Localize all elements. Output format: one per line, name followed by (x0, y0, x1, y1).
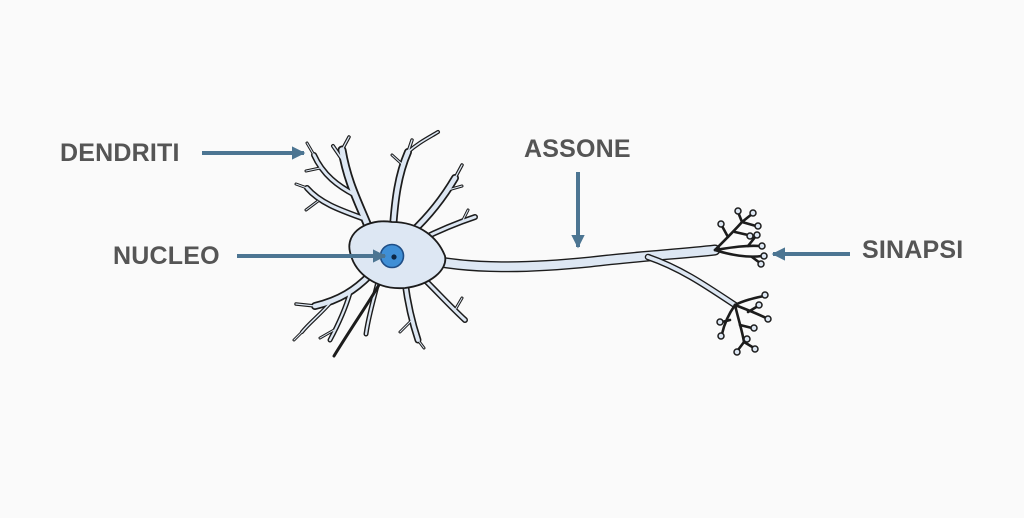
axon-label: ASSONE (524, 135, 631, 163)
axon (414, 244, 739, 309)
nucleolus (391, 254, 397, 260)
synaptic-terminals-upper (713, 207, 768, 268)
nucleus-label: NUCLEO (113, 242, 220, 270)
synapse-label: SINAPSI (862, 236, 964, 264)
synaptic-terminals-lower (716, 291, 772, 356)
dendrites-label: DENDRITI (60, 139, 180, 167)
